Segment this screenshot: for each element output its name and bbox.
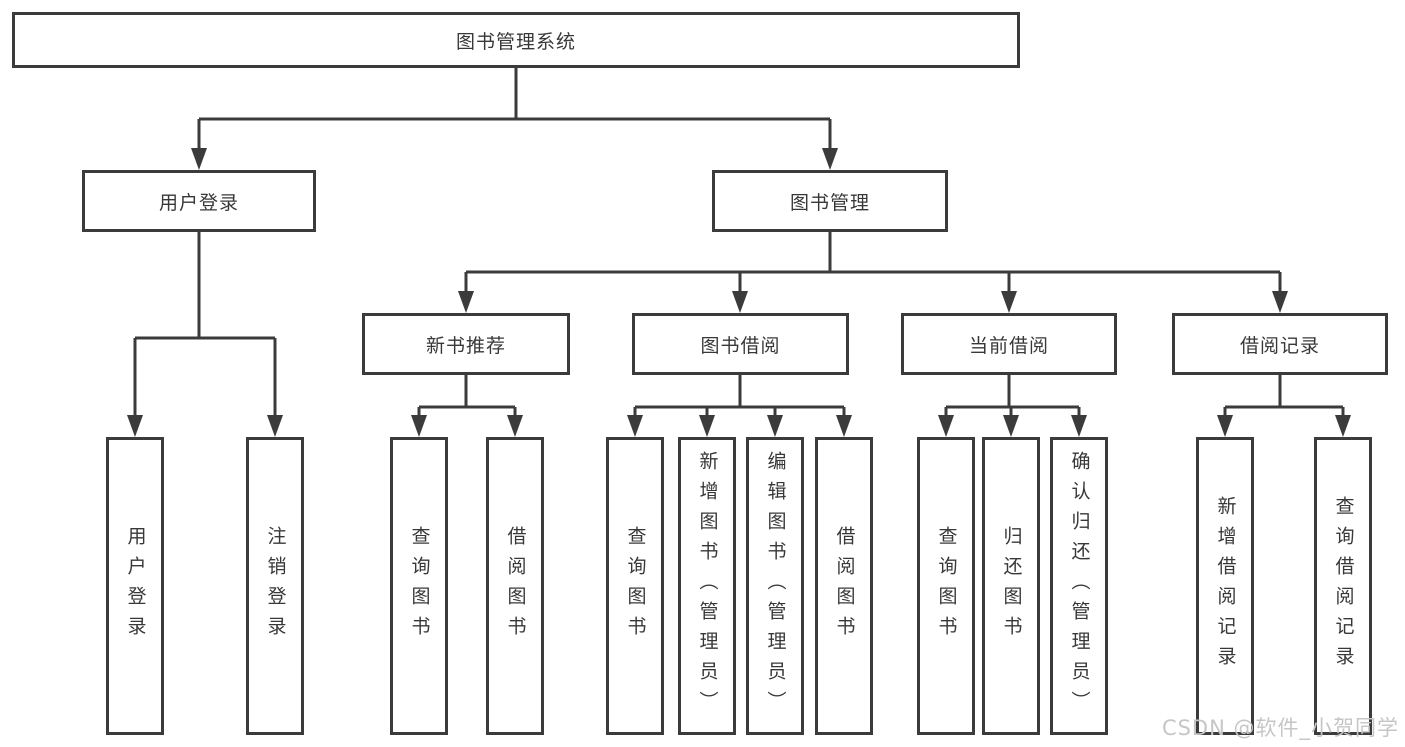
leaf-borrow-books: 借阅图书 — [815, 437, 873, 735]
connector-book-management-children — [458, 232, 1288, 313]
connector-user-login-children — [127, 232, 283, 437]
node-label: 编辑图书（管理员） — [764, 451, 787, 721]
arrowhead — [938, 415, 954, 437]
node-new-book-recommendation: 新书推荐 — [362, 313, 570, 375]
arrowhead — [411, 415, 427, 437]
connector-new-book-children — [411, 375, 523, 437]
arrowhead — [1003, 415, 1019, 437]
arrowhead — [699, 415, 715, 437]
node-label: 注销登录 — [264, 526, 287, 646]
arrowhead — [1071, 415, 1087, 437]
leaf-query-books-recommend: 查询图书 — [390, 437, 448, 735]
node-label: 当前借阅 — [968, 334, 1049, 357]
node-label: 确认归还（管理员） — [1068, 451, 1091, 721]
arrowhead — [1001, 291, 1017, 313]
node-book-management: 图书管理 — [712, 170, 948, 232]
arrowhead — [822, 148, 838, 170]
arrowhead — [458, 291, 474, 313]
node-borrow-records: 借阅记录 — [1172, 313, 1388, 375]
arrowhead — [191, 148, 207, 170]
node-label: 查询图书 — [935, 526, 958, 646]
connector-borrow-records-children — [1217, 375, 1351, 437]
node-label: 归还图书 — [1000, 526, 1023, 646]
node-label: 查询图书 — [408, 526, 431, 646]
arrowhead — [732, 291, 748, 313]
arrowhead — [767, 415, 783, 437]
arrowhead — [127, 415, 143, 437]
node-user-login: 用户登录 — [82, 170, 316, 232]
leaf-user-login: 用户登录 — [106, 437, 164, 735]
leaf-logout: 注销登录 — [246, 437, 304, 735]
leaf-add-book-admin: 新增图书（管理员） — [678, 437, 736, 735]
leaf-borrow-books-recommend: 借阅图书 — [486, 437, 544, 735]
node-label: 查询图书 — [624, 526, 647, 646]
leaf-confirm-return-admin: 确认归还（管理员） — [1050, 437, 1108, 735]
node-label: 借阅图书 — [504, 526, 527, 646]
leaf-edit-book-admin: 编辑图书（管理员） — [746, 437, 804, 735]
node-label: 借阅记录 — [1239, 334, 1320, 357]
arrowhead — [267, 415, 283, 437]
leaf-query-books-current: 查询图书 — [917, 437, 975, 735]
connector-book-borrow-children — [627, 375, 852, 437]
arrowhead — [1272, 291, 1288, 313]
leaf-query-books-borrow: 查询图书 — [606, 437, 664, 735]
node-book-borrowing: 图书借阅 — [632, 313, 849, 375]
node-library-management-system: 图书管理系统 — [12, 12, 1020, 68]
node-label: 新增图书（管理员） — [696, 451, 719, 721]
arrowhead — [507, 415, 523, 437]
node-label: 新增借阅记录 — [1214, 496, 1237, 676]
node-label: 用户登录 — [158, 191, 239, 214]
node-label: 图书管理 — [789, 191, 870, 214]
connector-root-to-level2 — [191, 68, 838, 170]
arrowhead — [836, 415, 852, 437]
arrowhead — [1217, 415, 1233, 437]
leaf-add-borrow-record: 新增借阅记录 — [1196, 437, 1254, 735]
arrowhead — [627, 415, 643, 437]
leaf-query-borrow-record: 查询借阅记录 — [1314, 437, 1372, 735]
node-label: 用户登录 — [124, 526, 147, 646]
node-label: 借阅图书 — [833, 526, 856, 646]
node-current-borrowing: 当前借阅 — [901, 313, 1117, 375]
connector-current-borrow-children — [938, 375, 1087, 437]
node-label: 图书管理系统 — [455, 30, 576, 53]
node-label: 图书借阅 — [700, 334, 781, 357]
node-label: 查询借阅记录 — [1332, 496, 1355, 676]
leaf-return-book: 归还图书 — [982, 437, 1040, 735]
node-label: 新书推荐 — [425, 334, 506, 357]
arrowhead — [1335, 415, 1351, 437]
